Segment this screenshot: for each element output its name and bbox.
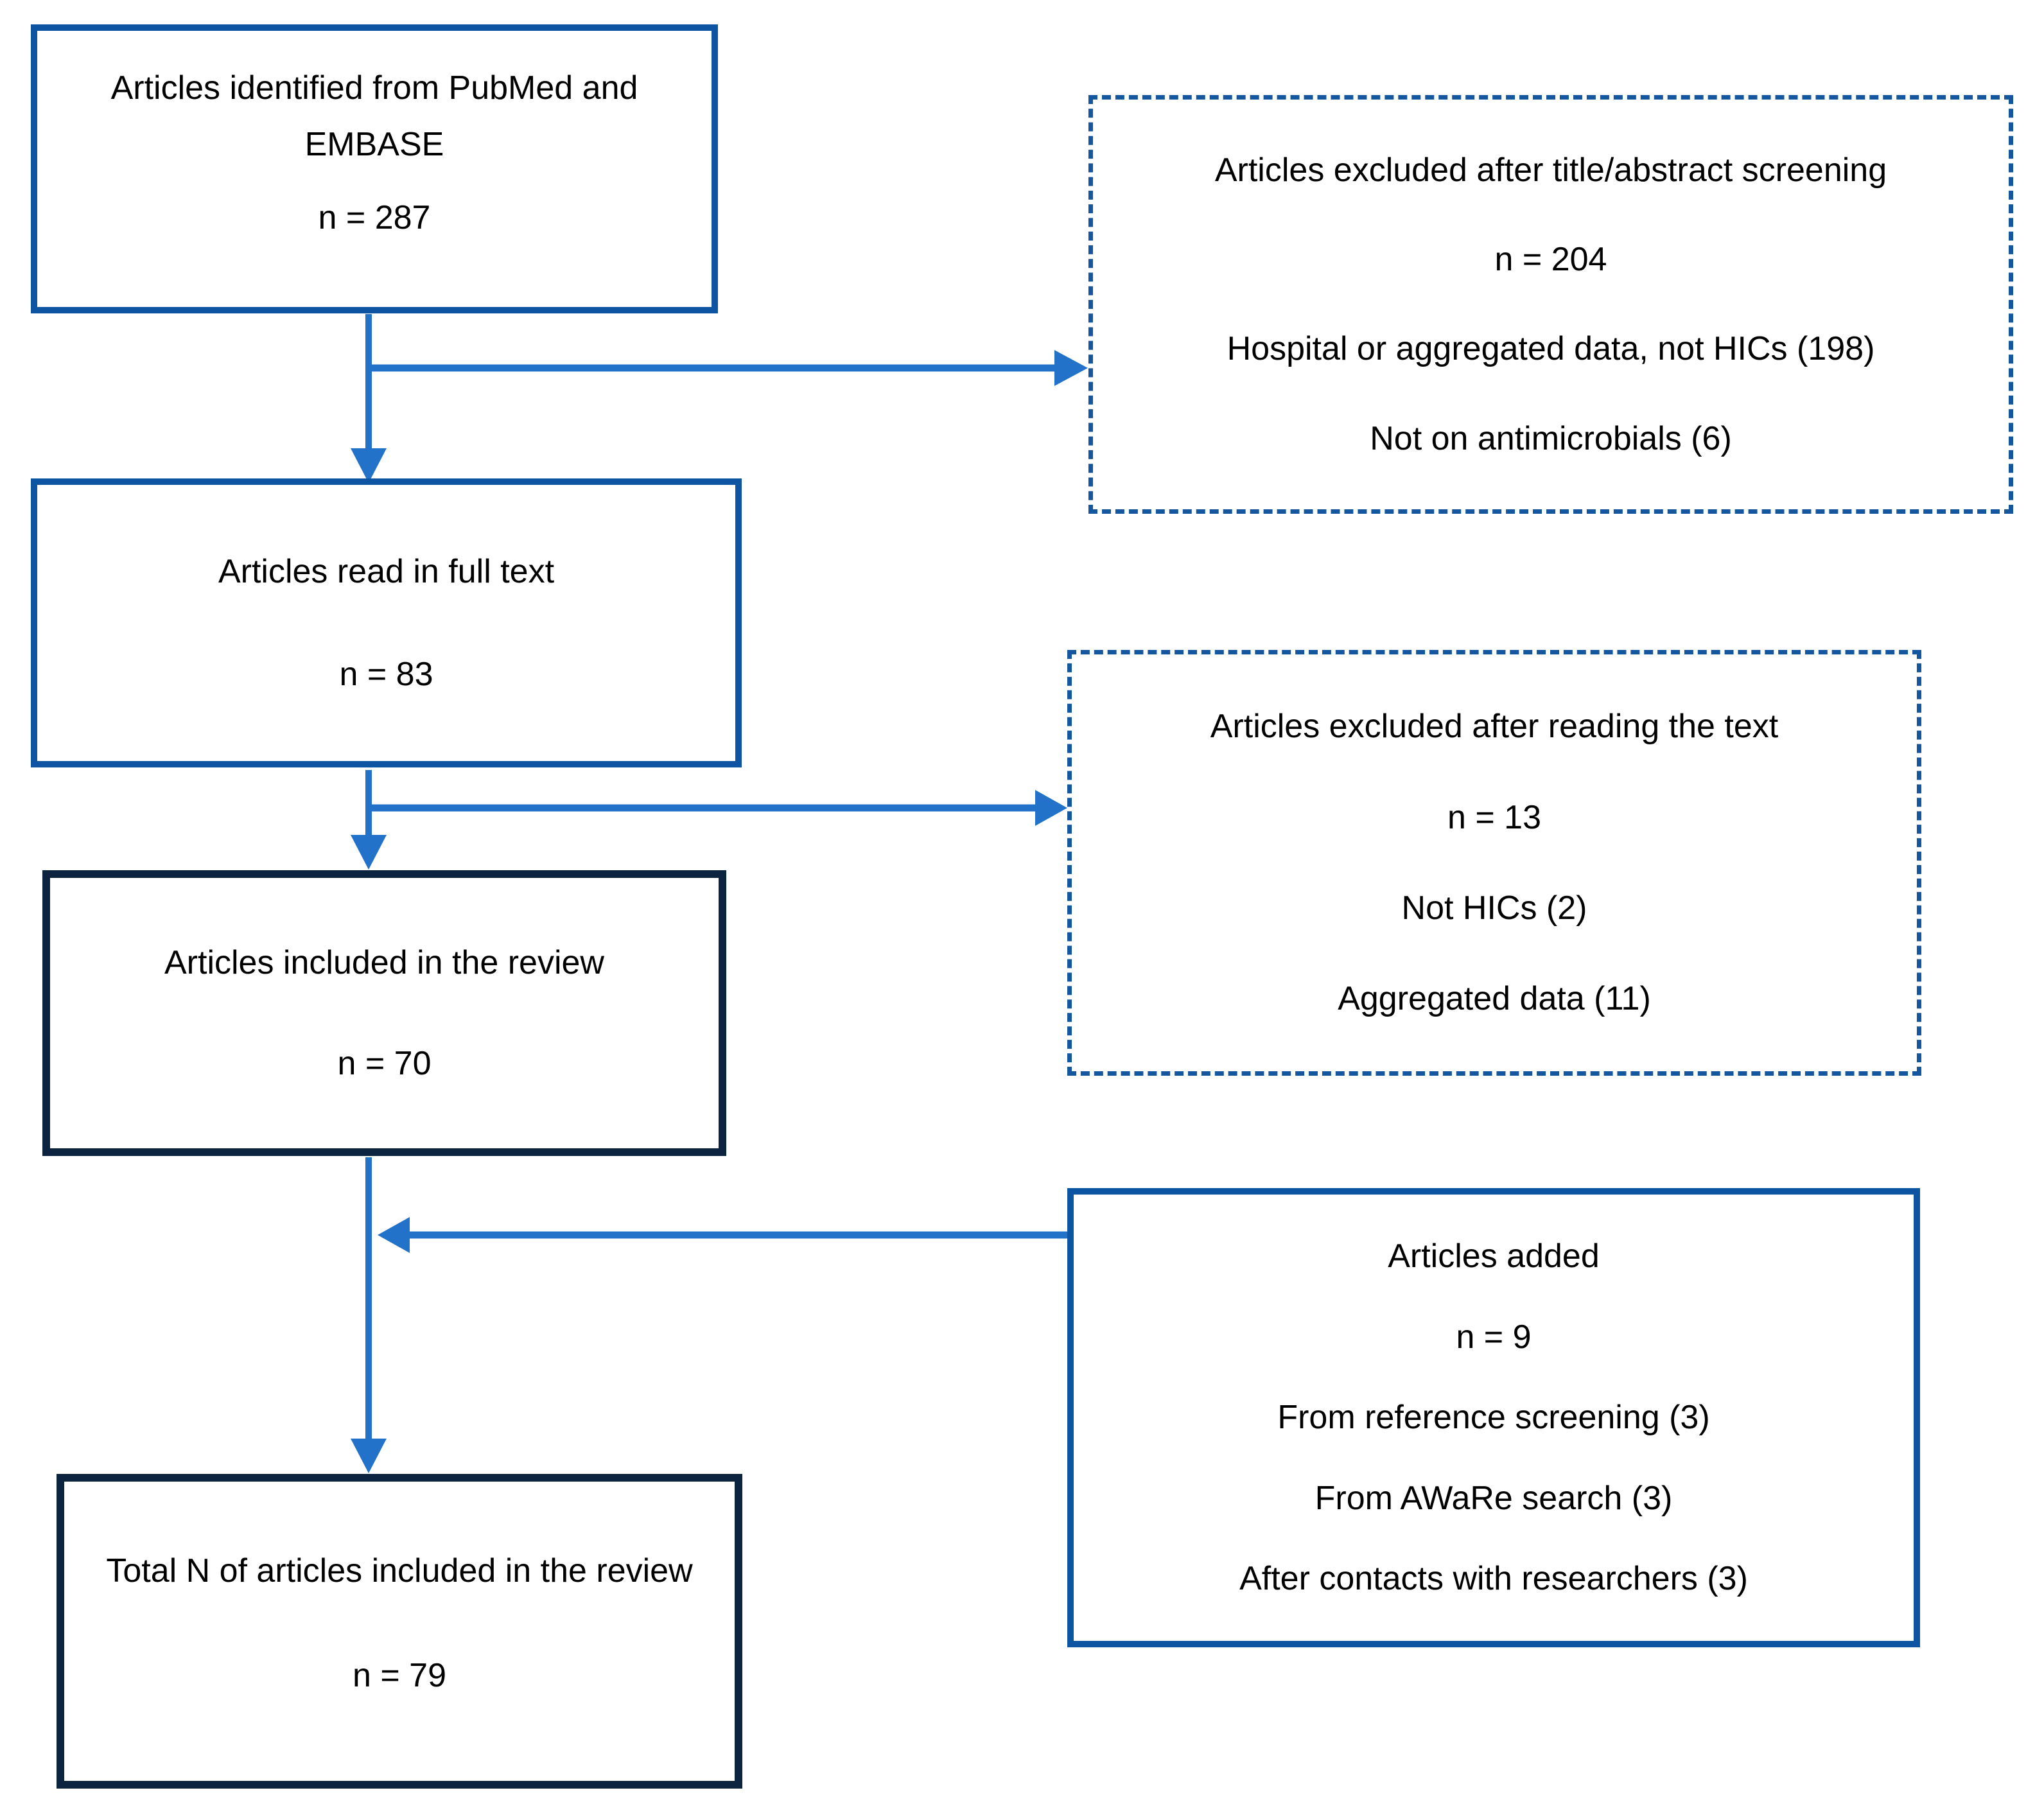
box-count: n = 70 xyxy=(337,1044,432,1082)
box-title: Articles excluded after title/abstract s… xyxy=(1214,151,1887,189)
arrowhead-right-icon xyxy=(1035,790,1067,826)
box-excluded-title-abstract-screening: Articles excluded after title/abstract s… xyxy=(1088,95,2013,514)
arrowhead-right-icon xyxy=(1054,350,1088,386)
exclusion-reason: Hospital or aggregated data, not HICs (1… xyxy=(1227,330,1875,368)
addition-source: From AWaRe search (3) xyxy=(1315,1479,1673,1517)
box-count: n = 9 xyxy=(1456,1318,1532,1356)
addition-source: From reference screening (3) xyxy=(1277,1399,1710,1437)
box-articles-added: Articles added n = 9 From reference scre… xyxy=(1067,1188,1920,1647)
box-title: Articles read in full text xyxy=(218,553,555,591)
exclusion-reason: Aggregated data (11) xyxy=(1338,980,1651,1018)
box-count: n = 13 xyxy=(1447,798,1542,836)
box-title: Articles added xyxy=(1388,1238,1600,1275)
arrowhead-left-icon xyxy=(378,1217,410,1253)
box-title: Articles identified from PubMed and EMBA… xyxy=(110,69,638,164)
exclusion-reason: Not on antimicrobials (6) xyxy=(1370,419,1732,457)
box-total-included: Total N of articles included in the revi… xyxy=(57,1474,742,1789)
box-count: n = 204 xyxy=(1494,241,1607,279)
box-articles-identified: Articles identified from PubMed and EMBA… xyxy=(31,24,718,313)
box-count: n = 79 xyxy=(352,1656,447,1694)
box-title: Articles excluded after reading the text xyxy=(1210,708,1779,746)
box-title: Articles included in the review xyxy=(164,944,604,982)
box-articles-read-full-text: Articles read in full text n = 83 xyxy=(31,478,742,767)
box-count: n = 287 xyxy=(318,198,431,236)
arrowhead-down-icon xyxy=(351,835,387,870)
box-articles-included: Articles included in the review n = 70 xyxy=(42,870,726,1156)
box-title: Total N of articles included in the revi… xyxy=(106,1552,693,1589)
addition-source: After contacts with researchers (3) xyxy=(1239,1560,1748,1598)
box-count: n = 83 xyxy=(339,655,433,693)
exclusion-reason: Not HICs (2) xyxy=(1401,889,1587,927)
arrowhead-down-icon xyxy=(351,448,387,483)
box-excluded-after-reading: Articles excluded after reading the text… xyxy=(1067,650,1921,1076)
arrowhead-down-icon xyxy=(351,1439,387,1473)
